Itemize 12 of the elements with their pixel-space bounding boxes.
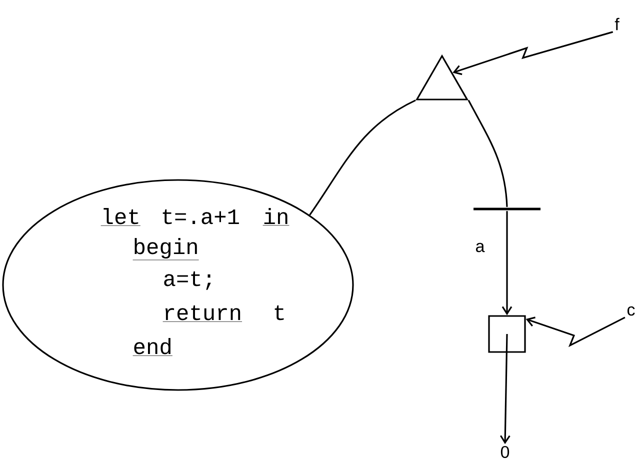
arrow — [502, 211, 512, 316]
box-symbol — [488, 315, 526, 353]
lightning-arrow — [452, 31, 614, 76]
terminal-label: 0 — [500, 446, 510, 458]
terminal-label: c — [627, 306, 635, 316]
arrow — [500, 334, 510, 444]
bar-symbol — [474, 208, 540, 210]
edge-label: a — [476, 242, 485, 252]
terminal-label: f — [614, 18, 620, 30]
lightning-arrow — [526, 316, 626, 348]
arc-line — [468, 100, 508, 207]
arc-line — [309, 100, 416, 216]
